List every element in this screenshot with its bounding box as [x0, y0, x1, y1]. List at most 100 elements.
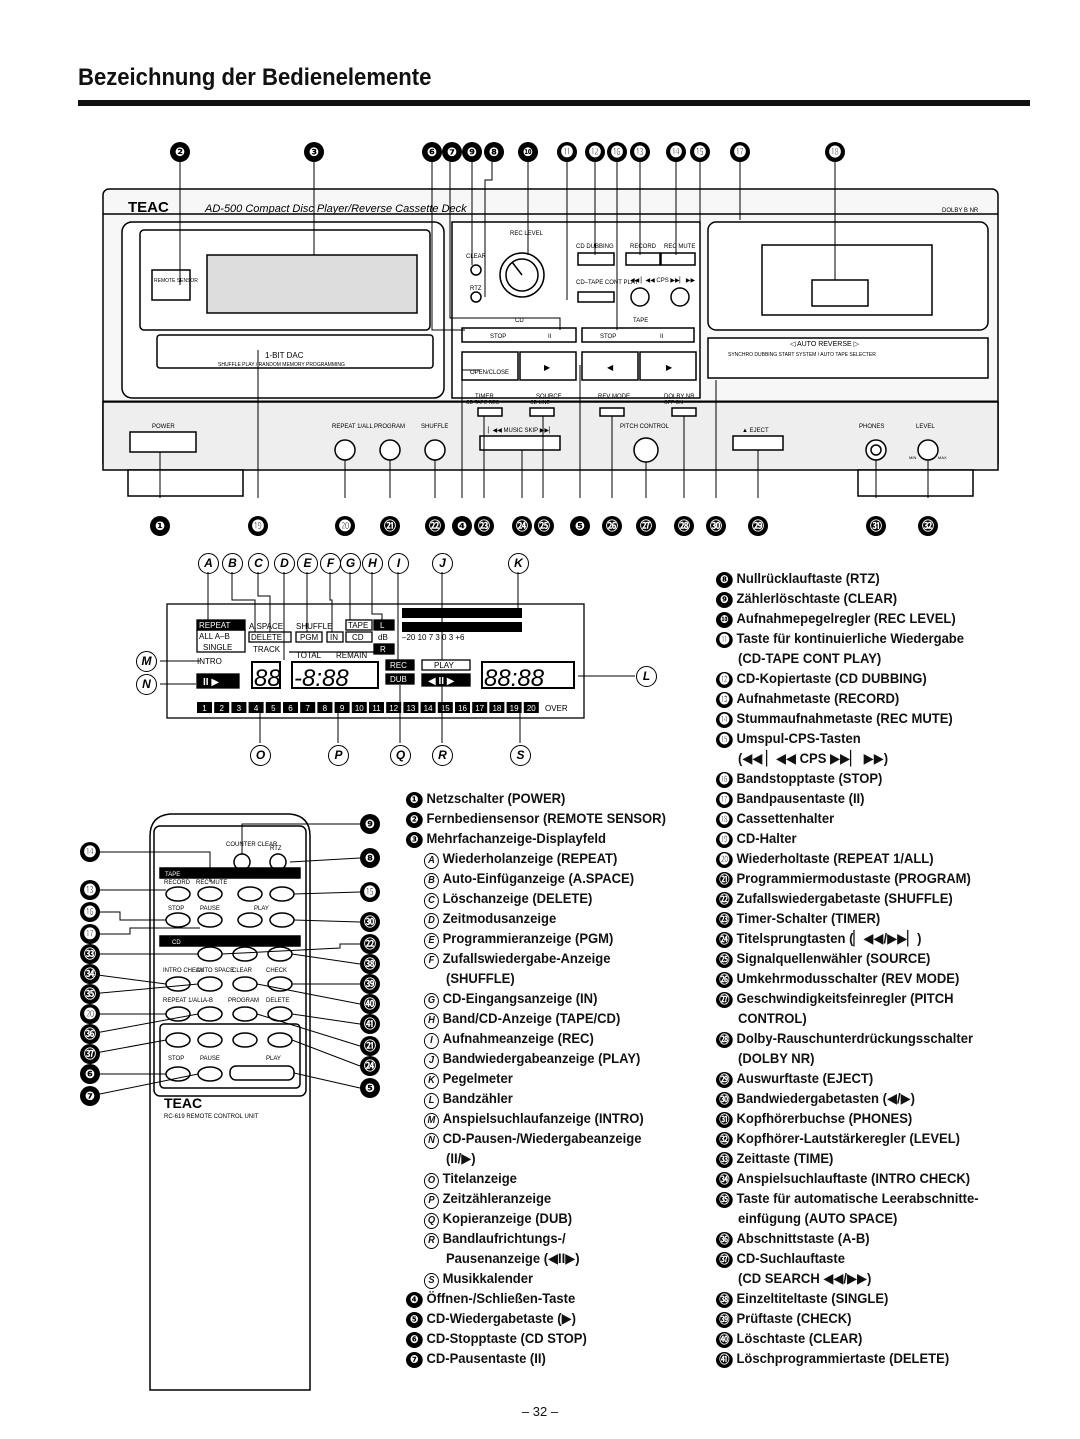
calendar-number: 1 [202, 704, 207, 713]
rc-cd: CD [172, 940, 181, 946]
calendar-number: 16 [458, 704, 467, 713]
disp-cd: CD [352, 633, 364, 642]
callout-22: ㉒ [425, 516, 445, 536]
callout-25: ㉕ [534, 516, 554, 536]
rc-check: CHECK [266, 968, 287, 974]
tape-rev-play-label: ◀ [607, 363, 614, 372]
open-close-label: OPEN/CLOSE [470, 370, 509, 376]
svg-text:-8:88: -8:88 [294, 665, 349, 692]
callout-23: ㉓ [474, 516, 494, 536]
calendar-cell [437, 702, 453, 713]
legend-number: Q [424, 1213, 439, 1229]
clear-label: CLEAR [466, 254, 487, 260]
legend-number: ㊶ [716, 1352, 733, 1368]
rc-play: PLAY [254, 906, 269, 912]
legend-number: ❶ [406, 792, 423, 808]
rc-callout-l5: ㉝ [80, 944, 100, 964]
legend-text: Zeitmodusanzeige [442, 910, 557, 926]
legend-number: O [424, 1173, 439, 1189]
legend-text: einfügung (AUTO SPACE) [738, 1210, 898, 1226]
calendar-number: 20 [527, 704, 536, 713]
remote-control: COUNTER CLEAR RTZ TAPE RECORD REC MUTE S… [89, 813, 361, 1391]
rc-program: PROGRAM [228, 998, 259, 1004]
calendar-number: 7 [305, 704, 310, 713]
callout-29: ㉙ [748, 516, 768, 536]
rc-callout-r2: ❽ [360, 848, 380, 868]
power-label: POWER [152, 424, 175, 430]
disp-rec: REC [390, 661, 407, 670]
legend-text: Bandwiedergabeanzeige (PLAY) [442, 1050, 641, 1066]
legend-text: Bandzähler [442, 1090, 513, 1106]
legend-text: Wiederholanzeige (REPEAT) [442, 850, 618, 866]
legend-text: Kopieranzeige (DUB) [442, 1210, 573, 1226]
rc-callout-r4: ㉚ [360, 912, 380, 932]
legend-number: ㉙ [716, 1072, 733, 1088]
rc-callout-r3: ⓯ [360, 882, 380, 902]
legend-number: ❿ [716, 612, 733, 628]
cd-dubbing-label: CD DUBBING [576, 244, 614, 250]
rc-callout-l12: ❼ [80, 1086, 100, 1106]
legend-text: Nullrücklauftaste (RTZ) [736, 570, 880, 586]
disp-callout-s: S [510, 745, 531, 766]
legend-number: B [424, 873, 439, 889]
disp-aspace: A.SPACE [249, 622, 283, 631]
disp-dub: DUB [390, 675, 407, 684]
dolby-badge: DOLBY B NR [942, 208, 979, 214]
legend-entry: (CD SEARCH ◀◀/▶▶) [738, 1268, 871, 1288]
rc-time: TIME [203, 940, 217, 946]
rc-delete: DELETE [266, 998, 289, 1004]
legend-text: Netzschalter (POWER) [426, 790, 566, 806]
callout-30: ㉚ [706, 516, 726, 536]
disp-pgm: PGM [300, 633, 319, 642]
callout-28: ㉘ [674, 516, 694, 536]
cd-stop-label: STOP [490, 334, 506, 340]
disp-callout-q: Q [390, 745, 411, 766]
auto-reverse-label: ◁ AUTO REVERSE ▷ [790, 341, 860, 348]
legend-number: ❼ [406, 1352, 423, 1368]
dolby-opts-label: OFF ON [664, 400, 683, 406]
legend-number: N [424, 1133, 439, 1149]
legend-text: Kopfhörer-Lautstärkeregler (LEVEL) [736, 1130, 961, 1146]
disp-callout-f: F [320, 553, 341, 574]
rtz-label: RTZ [470, 286, 482, 292]
rc-callout-r1: ❾ [360, 814, 380, 834]
rc-callout-l8: ⓴ [80, 1004, 100, 1024]
rc-callout-r9: ㊶ [360, 1014, 380, 1034]
legend-text: Auto-Einfüganzeige (A.SPACE) [442, 870, 635, 886]
callout-13: ⓭ [630, 142, 650, 162]
legend-number: ⓯ [716, 732, 733, 748]
rc-clear: CLEAR [232, 968, 253, 974]
callout-27: ㉗ [636, 516, 656, 536]
rc-cd-stop: STOP [168, 1056, 184, 1062]
remote-sensor-label: REMOTE SENSOR [154, 278, 198, 284]
calendar-number: 9 [340, 704, 345, 713]
legend-number: A [424, 853, 439, 869]
legend-text: Auswurftaste (EJECT) [736, 1070, 874, 1086]
disp-callout-j: J [432, 553, 453, 574]
rc-pause: PAUSE [200, 906, 220, 912]
rc-counter-clear: COUNTER CLEAR [226, 842, 278, 848]
legend-text: Wiederholtaste (REPEAT 1/ALL) [736, 850, 934, 866]
legend-number: ㊴ [716, 1312, 733, 1328]
legend-text: Zeitzähleranzeige [442, 1190, 552, 1206]
disp-scale: –20 10 7 3 0 3 +6 [402, 633, 465, 642]
calendar-number: 19 [510, 704, 519, 713]
callout-31: ㉛ [866, 516, 886, 536]
